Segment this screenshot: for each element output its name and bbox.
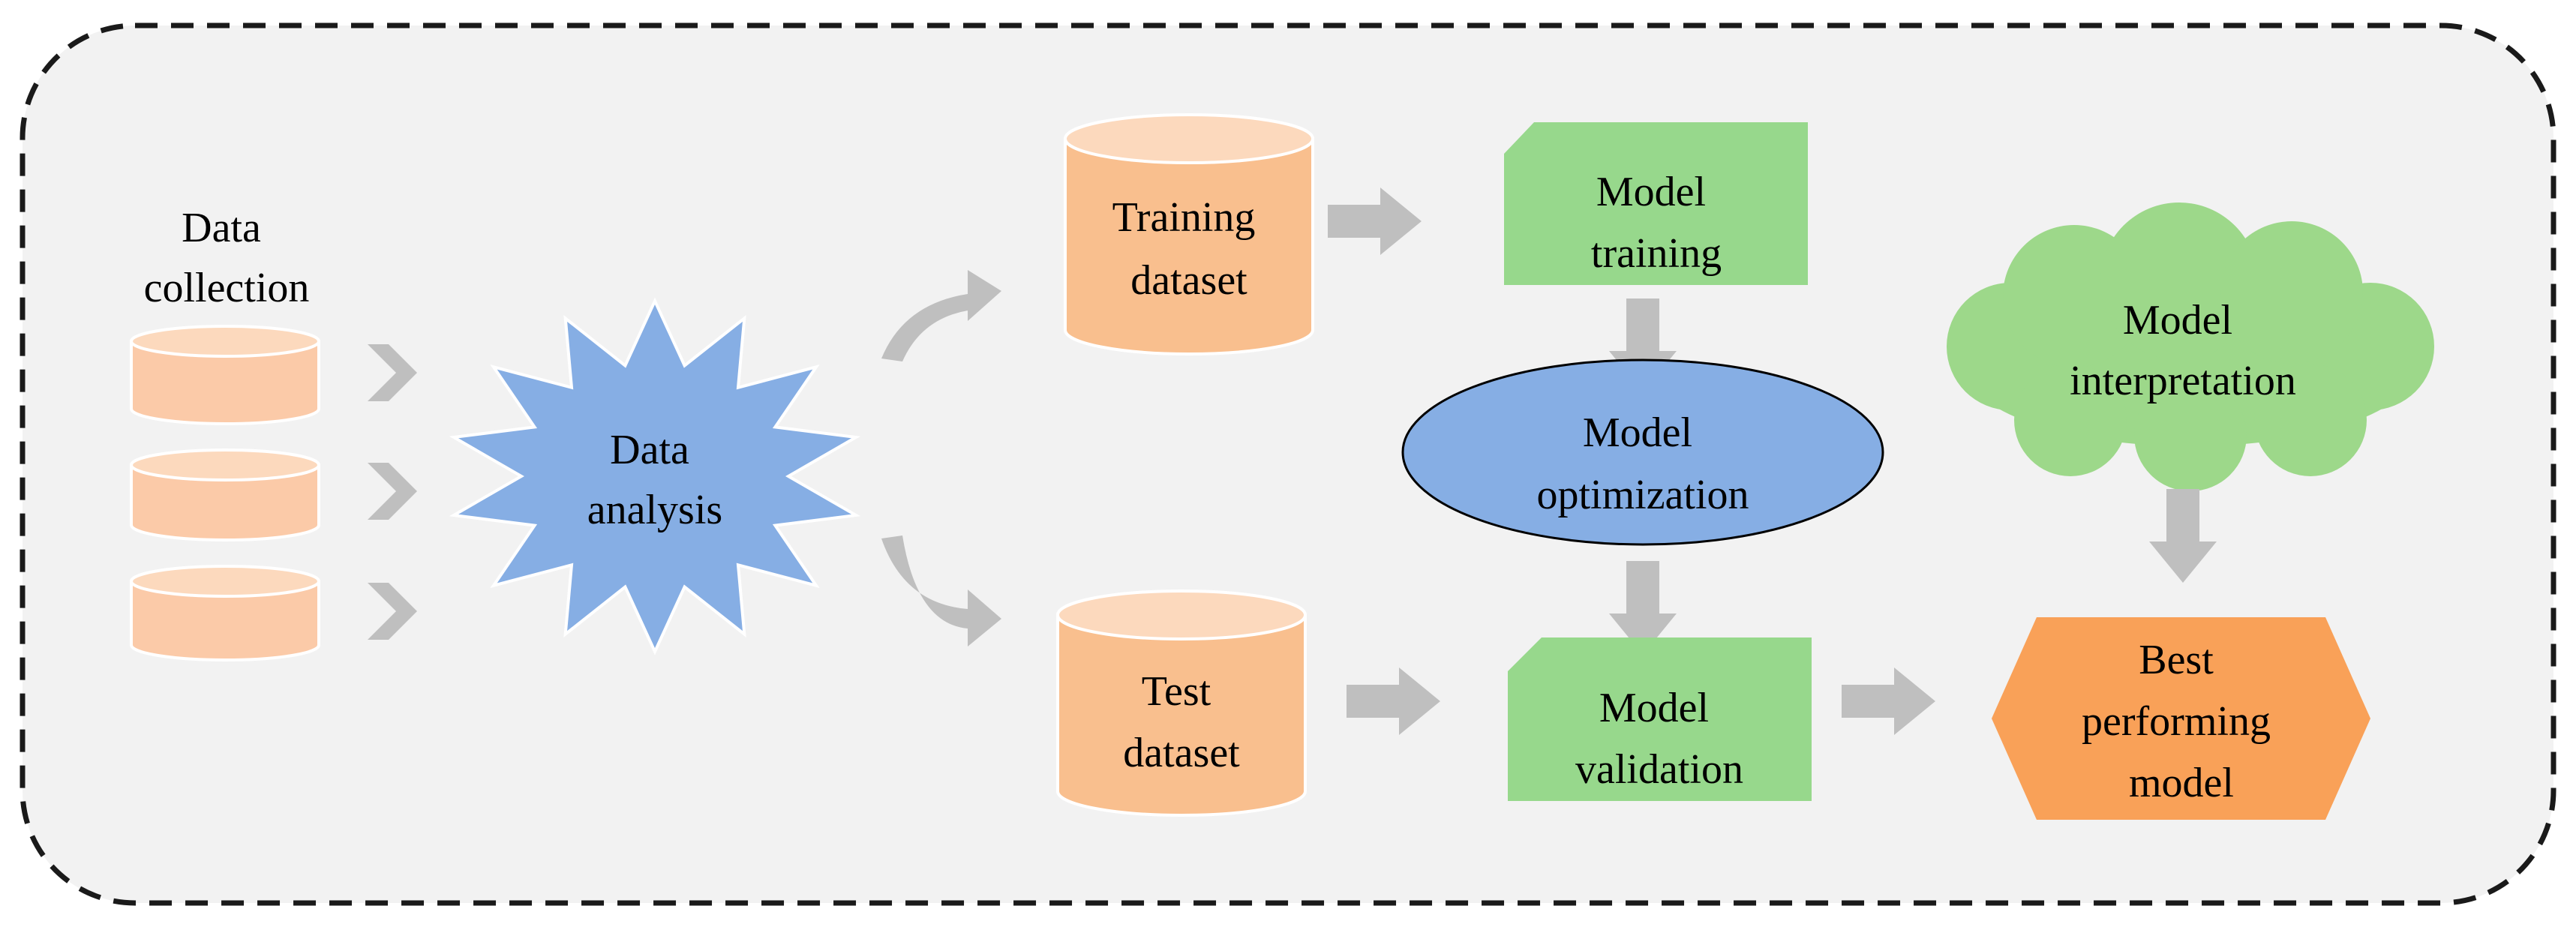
model-training-label: Model training	[1591, 169, 1722, 277]
data-source-cylinder	[130, 565, 320, 662]
data-analysis-star	[449, 297, 861, 656]
model-optimization-label: Model optimization	[1536, 410, 1749, 518]
best-model-hexagon	[1992, 617, 2370, 820]
training-dataset-label: Training dataset	[1112, 194, 1266, 304]
model-validation-box	[1508, 638, 1812, 801]
data-source-cylinder	[130, 448, 320, 542]
data-source-cylinder	[130, 325, 320, 425]
model-interpretation-cloud	[1947, 202, 2434, 491]
test-dataset-label: Test dataset	[1123, 668, 1240, 776]
workflow-frame	[20, 22, 2556, 906]
model-optimization-ellipse	[1401, 358, 1884, 546]
model-interpretation-label: Model interpretation	[2070, 297, 2296, 404]
best-model-label: Best performing model	[2082, 637, 2281, 806]
test-dataset-cylinder	[1056, 590, 1307, 817]
curved-arrow-down	[881, 536, 1001, 646]
model-validation-label: Model validation	[1575, 685, 1743, 793]
data-analysis-label: Data analysis	[587, 427, 722, 533]
data-collection-label: Data collection	[144, 205, 310, 311]
training-dataset-cylinder	[1064, 113, 1314, 356]
model-training-box	[1504, 122, 1808, 285]
curved-arrow-up	[881, 270, 1001, 362]
